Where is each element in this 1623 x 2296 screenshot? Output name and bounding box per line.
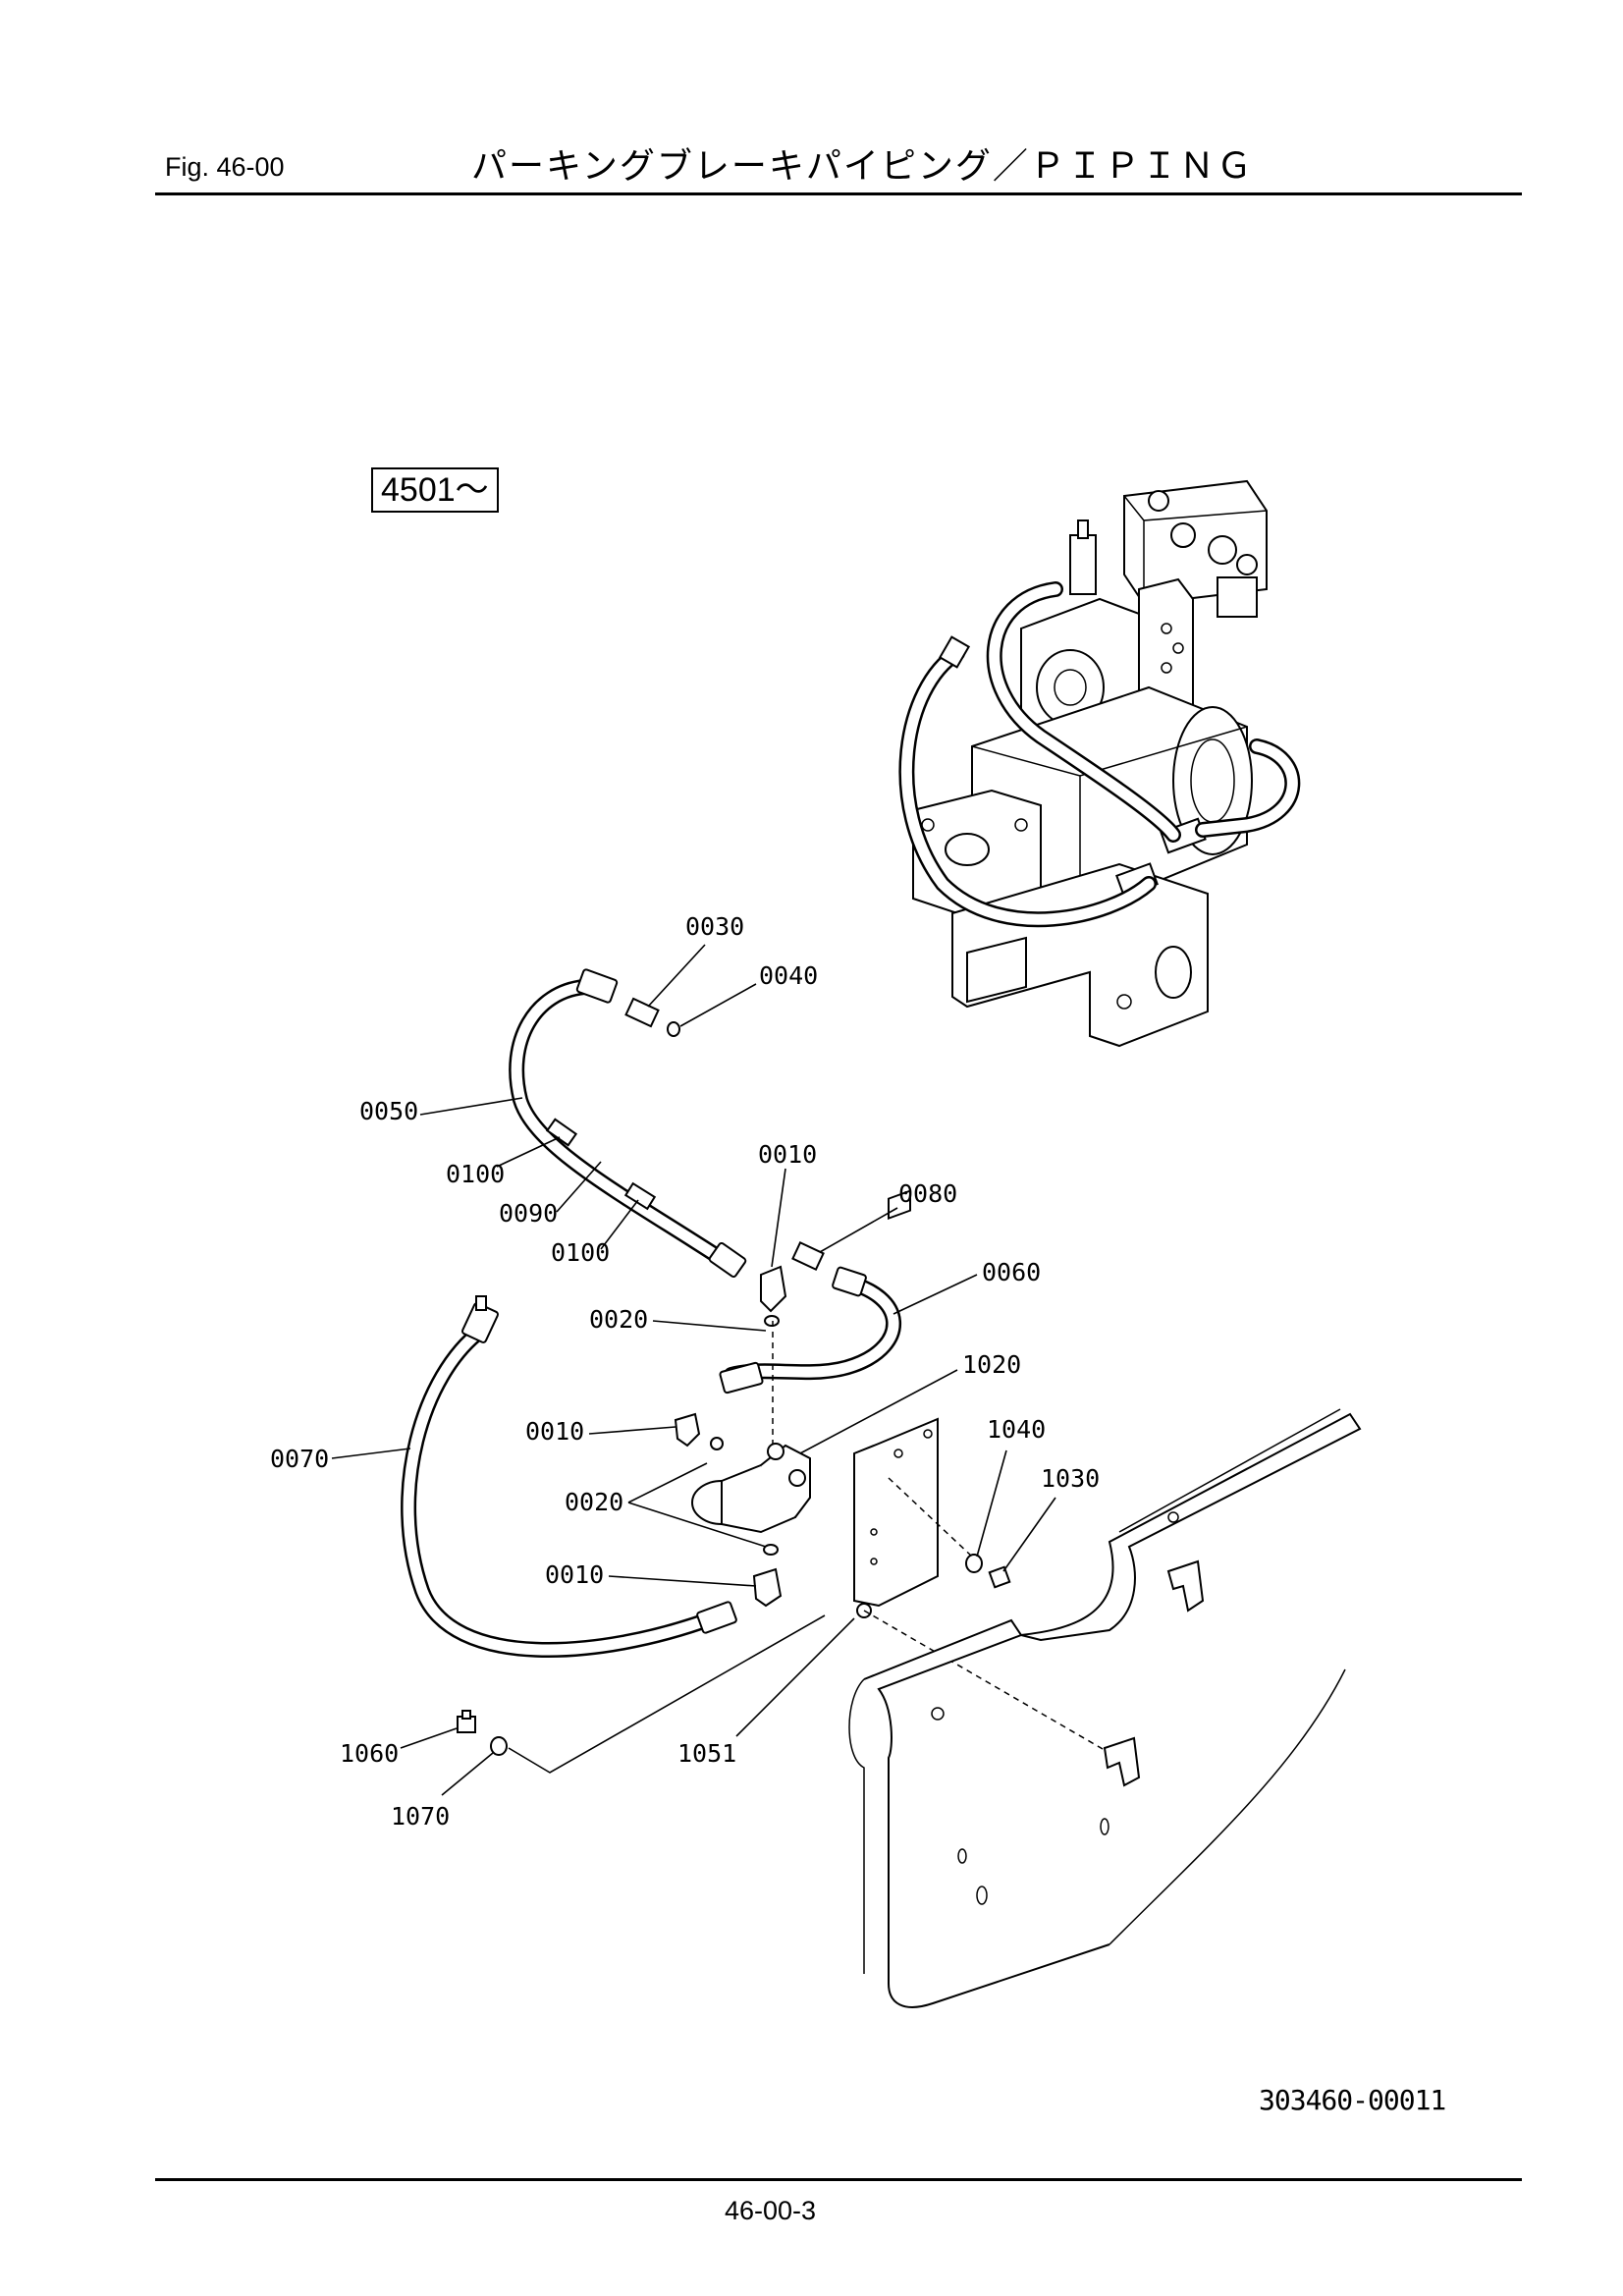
figure-title: パーキングブレーキパイピング／ＰＩＰＩＮＧ bbox=[471, 146, 1254, 187]
callout-1040: 1040 bbox=[987, 1415, 1046, 1444]
callout-labels: 0030 0040 0050 0100 0090 0100 0010 0080 … bbox=[270, 912, 1100, 1831]
callout-0080: 0080 bbox=[898, 1179, 957, 1208]
figure-number: Fig. 46-00 bbox=[165, 152, 285, 182]
callout-0100-upper: 0100 bbox=[446, 1160, 505, 1188]
pump-assembly bbox=[898, 479, 1301, 1048]
callout-0020-lower: 0020 bbox=[565, 1488, 623, 1516]
callout-1030: 1030 bbox=[1041, 1464, 1100, 1493]
callout-0070: 0070 bbox=[270, 1445, 329, 1473]
callout-0040: 0040 bbox=[759, 961, 818, 990]
callout-0030: 0030 bbox=[685, 912, 744, 941]
brake-valve bbox=[674, 1321, 811, 1608]
callout-1020: 1020 bbox=[962, 1350, 1021, 1379]
callout-0050: 0050 bbox=[359, 1097, 418, 1125]
hose-0050 bbox=[509, 968, 747, 1279]
callout-0010-upper: 0010 bbox=[758, 1140, 817, 1169]
drawing-number: 303460-00011 bbox=[1259, 2084, 1446, 2116]
frame bbox=[848, 1408, 1362, 2008]
callout-1070: 1070 bbox=[391, 1802, 450, 1831]
callout-1060: 1060 bbox=[340, 1739, 399, 1768]
callout-0060: 0060 bbox=[982, 1258, 1041, 1286]
leader-lines bbox=[331, 944, 1056, 1796]
callout-0010-lower: 0010 bbox=[545, 1560, 604, 1589]
callout-0020-upper: 0020 bbox=[589, 1305, 648, 1334]
footer-rule bbox=[155, 2178, 1522, 2181]
hose-0070 bbox=[401, 1295, 737, 1658]
callout-0090: 0090 bbox=[499, 1199, 558, 1228]
mount-bracket bbox=[457, 1189, 1110, 1756]
callout-1051: 1051 bbox=[677, 1739, 736, 1768]
page-number: 46-00-3 bbox=[725, 2196, 817, 2225]
hose-0060 bbox=[719, 1241, 901, 1394]
callout-0010-mid: 0010 bbox=[525, 1417, 584, 1446]
header-rule bbox=[155, 192, 1522, 195]
serial-range-box: 4501～ bbox=[371, 467, 499, 513]
callout-0100-lower: 0100 bbox=[551, 1238, 610, 1267]
